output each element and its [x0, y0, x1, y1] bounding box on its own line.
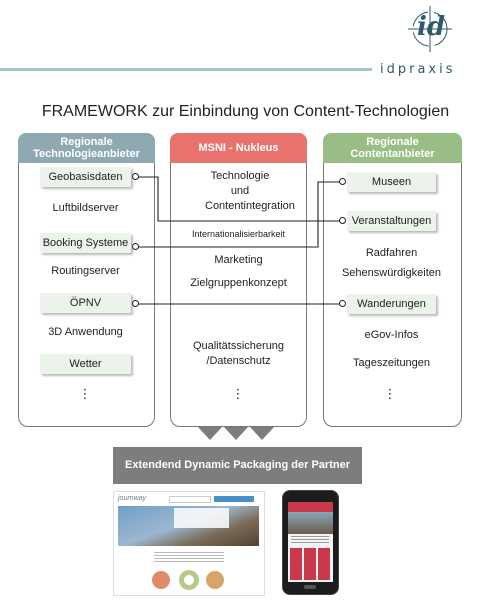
right-item-museen: Museen	[347, 172, 436, 192]
left-ellipsis: ⋮	[78, 386, 92, 401]
brand-name: idpraxis	[380, 62, 456, 77]
brand-logo	[402, 4, 458, 54]
website-text-block	[154, 552, 224, 564]
left-item-booking-systeme: Booking Systeme	[40, 233, 131, 253]
arrow-down-icon	[198, 427, 222, 440]
phone-tiles	[290, 548, 331, 580]
phone-text	[291, 536, 329, 544]
right-item-radfahren: Radfahren	[365, 247, 418, 259]
arrow-down-icon	[250, 427, 274, 440]
left-item-opnv: ÖPNV	[40, 293, 131, 313]
right-column	[323, 150, 462, 427]
arrow-down-icon	[224, 427, 248, 440]
brand-logo-letters: id	[416, 12, 446, 42]
connector-dot	[339, 178, 346, 185]
right-item-sehenswuerdigkeiten: Sehenswürdigkeiten	[341, 267, 442, 279]
map-pin-icon	[152, 570, 224, 590]
left-item-luftbildserver: Luftbildserver	[52, 202, 119, 214]
connector-dot	[132, 243, 139, 250]
website-logo: journway	[118, 495, 147, 502]
center-item-technologie: Technologie und Contentintegration	[205, 170, 295, 212]
center-column-header: MSNI - Nukleus	[170, 133, 307, 163]
smartphone-preview	[282, 490, 339, 595]
center-column	[170, 150, 307, 427]
right-column-header: Regionale Contentanbieter	[323, 133, 462, 163]
left-item-routingserver: Routingserver	[51, 265, 120, 277]
center-item-qualitaetssicherung: Qualitätssicherung /Datenschutz	[192, 340, 285, 367]
phone-header	[288, 502, 333, 512]
left-column-header: Regionale Technologieanbieter	[18, 133, 155, 163]
connector-dot	[132, 173, 139, 180]
phone-screen	[288, 502, 333, 582]
connector-dot	[132, 300, 139, 307]
center-ellipsis: ⋮	[231, 386, 245, 401]
left-column	[18, 150, 155, 427]
phone-hero-image	[288, 512, 333, 534]
phone-home-button	[304, 585, 316, 589]
right-item-wanderungen: Wanderungen	[347, 294, 436, 314]
brand-divider	[0, 68, 372, 71]
center-item-marketing: Marketing	[214, 254, 263, 266]
website-preview: journway	[113, 491, 265, 596]
right-item-veranstaltungen: Veranstaltungen	[347, 211, 436, 231]
center-item-internationalisierbarkeit: Internationalisierbarkeit	[176, 229, 301, 239]
website-hero-overlay	[174, 508, 229, 528]
website-search-bar	[169, 496, 211, 503]
center-item-zielgruppenkonzept: Zielgruppenkonzept	[190, 277, 287, 289]
left-item-geobasisdaten: Geobasisdaten	[40, 167, 131, 187]
website-nav-button	[214, 496, 254, 502]
right-ellipsis: ⋮	[383, 386, 397, 401]
left-item-wetter: Wetter	[40, 354, 131, 374]
page-title: FRAMEWORK zur Einbindung von Content-Tec…	[41, 103, 450, 120]
left-item-3d-anwendung: 3D Anwendung	[48, 326, 123, 338]
right-item-egov-infos: eGov-Infos	[364, 329, 419, 341]
connector-dot	[339, 300, 346, 307]
right-item-tageszeitungen: Tageszeitungen	[352, 357, 431, 369]
footer-bar: Extendend Dynamic Packaging der Partner	[113, 447, 362, 484]
connector-dot	[339, 217, 346, 224]
